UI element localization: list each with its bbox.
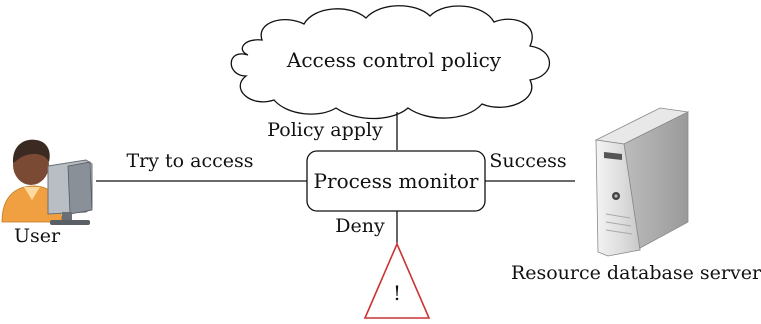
server-grille-3: [605, 229, 633, 235]
process-monitor-node: Process monitor: [306, 150, 486, 212]
warning-triangle-icon: !: [363, 241, 431, 319]
process-monitor-label: Process monitor: [314, 169, 479, 193]
cloud-shape: [230, 5, 550, 120]
user-hair: [12, 139, 50, 163]
policy-cloud-label: Access control policy: [286, 48, 502, 72]
monitor-base: [50, 220, 90, 225]
user-label: User: [14, 225, 61, 247]
person-at-computer-icon: [1, 139, 93, 225]
success-label: Success: [489, 150, 566, 172]
alert-symbol: !: [393, 281, 401, 305]
monitor-stand: [62, 212, 72, 222]
server-label: Resource database server: [511, 262, 761, 284]
user-collar: [24, 187, 40, 200]
server-grille-2: [605, 221, 632, 227]
warning-triangle-shape: [363, 241, 431, 319]
policy-cloud: Access control policy: [230, 5, 550, 120]
try-to-access-label: Try to access: [127, 150, 254, 172]
tower-server-icon: [594, 107, 690, 257]
policy-apply-label: Policy apply: [267, 119, 383, 141]
server-drive-bay: [604, 152, 622, 160]
server-power-led: [614, 194, 618, 198]
deny-label: Deny: [335, 215, 385, 237]
monitor-face: [67, 161, 93, 215]
server-grille-1: [605, 213, 631, 219]
